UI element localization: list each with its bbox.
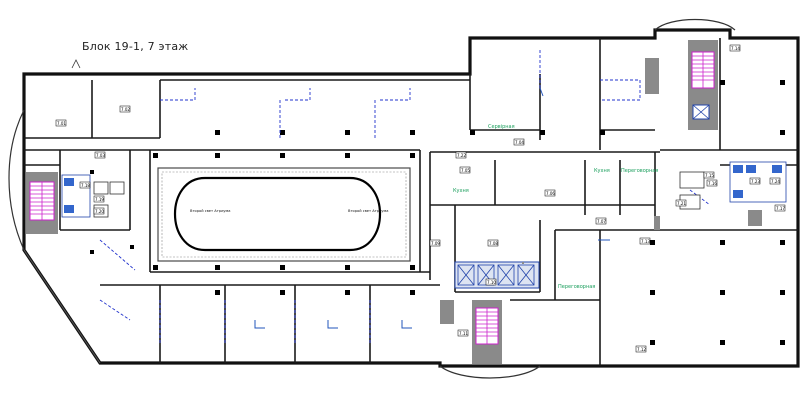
dashed-zones [99,50,711,345]
room-tag: 7.16 [708,181,717,186]
room-tags: 7.01 7.02 7.03 7.04 7.05 7.06 7.07 7.08 … [55,44,785,353]
room-tag: 7.22 [457,153,466,158]
room-tag: 7.18 [81,183,90,188]
room-tag: 7.12 [637,347,646,352]
label-serving-top: Сервірная [488,124,515,130]
room-tag: 7.19 [95,197,104,202]
room-tag: 7.06 [546,191,555,196]
room-tag: 7.20 [95,209,104,214]
room-tag: 7.07 [597,219,606,224]
label-kitchen-right: Кухня [594,168,610,174]
left-facade-curve [8,109,25,251]
room-tag: 7.04 [515,140,524,145]
room-tag: 7.11 [459,331,468,336]
atrium-outline [157,167,411,262]
door-swings [254,87,610,329]
label-meeting-top: Переговорная [621,168,658,174]
room-tag: 7.08 [489,241,498,246]
diagonal-facade [23,249,101,364]
shaft-top-right [645,58,659,94]
columns [90,80,785,345]
room-tag: 7.05 [461,168,470,173]
room-tag: 7.17 [776,206,785,211]
room-tag: 7.23 [751,179,760,184]
bottom-facade-curve [439,365,541,379]
atrium-void-rail [174,176,381,252]
room-tag: 7.02 [121,107,130,112]
room-tag: 7.01 [57,121,66,126]
label-meeting-mid: Переговорная [558,284,595,290]
stairs-left-steps [30,182,54,220]
north-marker [71,59,81,69]
void-label-right: Второй свет Атриума [348,209,388,213]
wc-left [61,174,125,218]
top-facade-curve [654,18,736,31]
room-tag: 7.09 [431,241,440,246]
service-shafts [440,216,660,324]
stairs-top-right-steps [692,52,714,88]
elevator-bank-middle [454,261,540,289]
exterior-walls [22,28,800,368]
room-tag: 7.10 [487,280,496,285]
room-tag: 7.03 [96,153,105,158]
room-tag: 7.13 [641,239,650,244]
room-tag: 7.14 [731,46,740,51]
stairs-bottom-steps [476,308,498,344]
room-tag: 7.15 [705,173,714,178]
room-tag: 7.21 [677,201,686,206]
void-label-left: Второй свет Атриума [190,209,230,213]
room-tag: 7.24 [771,179,780,184]
plan-title: Блок 19-1, 7 этаж [82,40,189,53]
label-kitchen-left: Кухня [453,188,469,194]
